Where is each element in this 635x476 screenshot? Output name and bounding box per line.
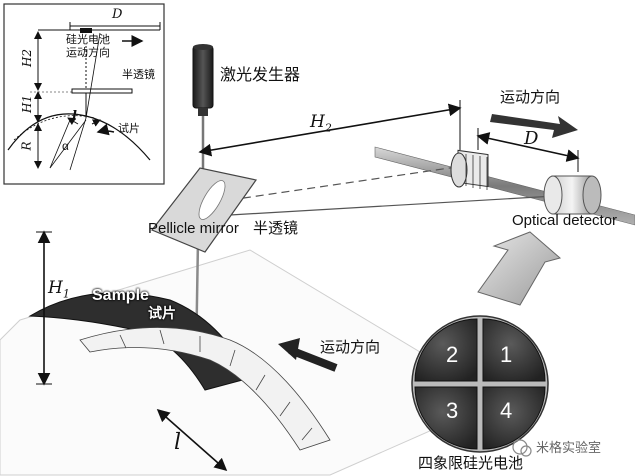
- motion-arrow-top: [490, 114, 578, 138]
- d-dimension: [476, 132, 580, 162]
- inset-r-label: R: [19, 141, 34, 151]
- d-label: D: [524, 128, 539, 149]
- inset-photocell: [80, 28, 92, 33]
- inset-l-label: l: [72, 109, 77, 124]
- sample-label-en: Sample: [92, 287, 149, 304]
- inset-beamsplitter-label: 半透镜: [122, 69, 155, 81]
- inset-alpha-label: α: [62, 139, 69, 153]
- photocell-cylinder: [450, 149, 489, 190]
- inset-border: [3, 3, 165, 185]
- l-label: l: [174, 430, 182, 455]
- reflected-ray-lower: [229, 195, 556, 216]
- optical-detector-label: Optical detector: [512, 212, 618, 229]
- inset-sample-label: 试片: [118, 123, 140, 135]
- pellicle-mirror: [151, 167, 258, 253]
- h2-letter: H: [310, 112, 325, 132]
- inset-h2-label: H2: [20, 48, 35, 68]
- h2-dimension: [198, 103, 462, 157]
- pellicle-label-en: Pellicle mirror: [148, 220, 239, 237]
- quadrant-2: [414, 318, 478, 382]
- sample-support: [79, 327, 331, 451]
- laser-generator: [192, 44, 214, 116]
- reflected-ray-upper: [229, 164, 471, 201]
- inset-cell-motion-2: 运动方向: [66, 47, 110, 59]
- inset-sample-arc: [7, 113, 151, 161]
- inset-d-label: D: [112, 7, 123, 22]
- laser-label: 激光发生器: [220, 67, 301, 84]
- h2-label: H2: [310, 112, 332, 135]
- motion-bottom-label: 运动方向: [320, 339, 381, 356]
- h1-label: H1: [48, 278, 70, 301]
- motion-top-label: 运动方向: [500, 89, 561, 106]
- inset-schematic: [3, 3, 165, 185]
- quadrant-caption: 四象限硅光电池: [418, 455, 524, 472]
- inset-mirror: [71, 88, 133, 94]
- quadrant-2-number: 2: [446, 342, 459, 367]
- quadrant-4: [482, 386, 546, 450]
- inset-h1-label: H1: [20, 94, 35, 114]
- h2-subscript: 2: [324, 121, 332, 135]
- quadrant-photocell: [411, 315, 549, 453]
- quadrant-1-number: 1: [500, 342, 513, 367]
- quadrant-1: [482, 318, 546, 382]
- inset-cell-motion-1: 硅光电池: [66, 34, 110, 46]
- watermark-text: 米格实验室: [536, 440, 602, 455]
- sample-label-zh: 试片: [148, 305, 176, 321]
- h1-subscript: 1: [62, 287, 70, 301]
- pellicle-label-zh: 半透镜: [253, 220, 299, 237]
- expand-arrow: [477, 231, 562, 306]
- quadrant-3-number: 3: [446, 398, 459, 423]
- quadrant-4-number: 4: [500, 398, 513, 423]
- h1-letter: H: [48, 278, 63, 298]
- optical-detector-cylinder: [543, 175, 602, 215]
- quadrant-3: [414, 386, 478, 450]
- l-dimension: [156, 408, 228, 472]
- motion-arrow-bottom: [288, 346, 338, 372]
- watermark-icon: [512, 439, 528, 455]
